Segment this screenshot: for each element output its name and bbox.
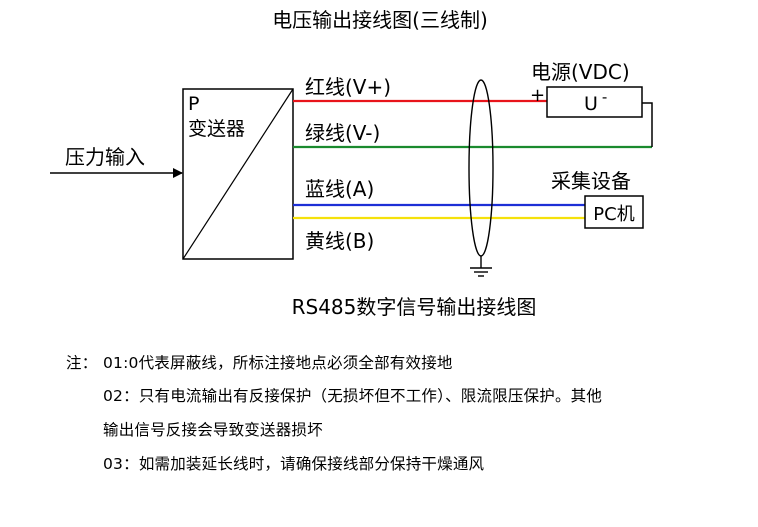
wire-label-yellow: 黄线(B)	[305, 229, 374, 253]
wire-label-green: 绿线(V-)	[305, 121, 380, 145]
transmitter-p-label: P	[188, 93, 199, 115]
input-label: 压力输入	[65, 145, 145, 169]
wire-label-red: 红线(V+)	[305, 75, 391, 99]
collector-label: 采集设备	[551, 169, 631, 193]
power-supply-plus: +	[530, 85, 545, 106]
transmitter-diagonal	[182, 88, 294, 260]
wire-label-blue: 蓝线(A)	[305, 177, 374, 201]
shield-ellipse	[468, 79, 494, 257]
power-supply-box-text: U-	[584, 88, 607, 115]
diagram-subtitle: RS485数字信号输出接线图	[292, 295, 537, 319]
power-supply-u: U	[584, 93, 598, 115]
collector-box	[584, 195, 644, 229]
collector-box-text: PC机	[593, 204, 634, 225]
power-supply-minus: -	[602, 88, 607, 106]
power-supply-box	[546, 86, 643, 118]
power-supply-label: 电源(VDC)	[531, 60, 630, 84]
ground-icon	[470, 256, 492, 277]
diagram-title: 电压输出接线图(三线制)	[272, 8, 488, 32]
power-return-line	[642, 102, 653, 147]
transmitter-name: 变送器	[188, 118, 245, 140]
